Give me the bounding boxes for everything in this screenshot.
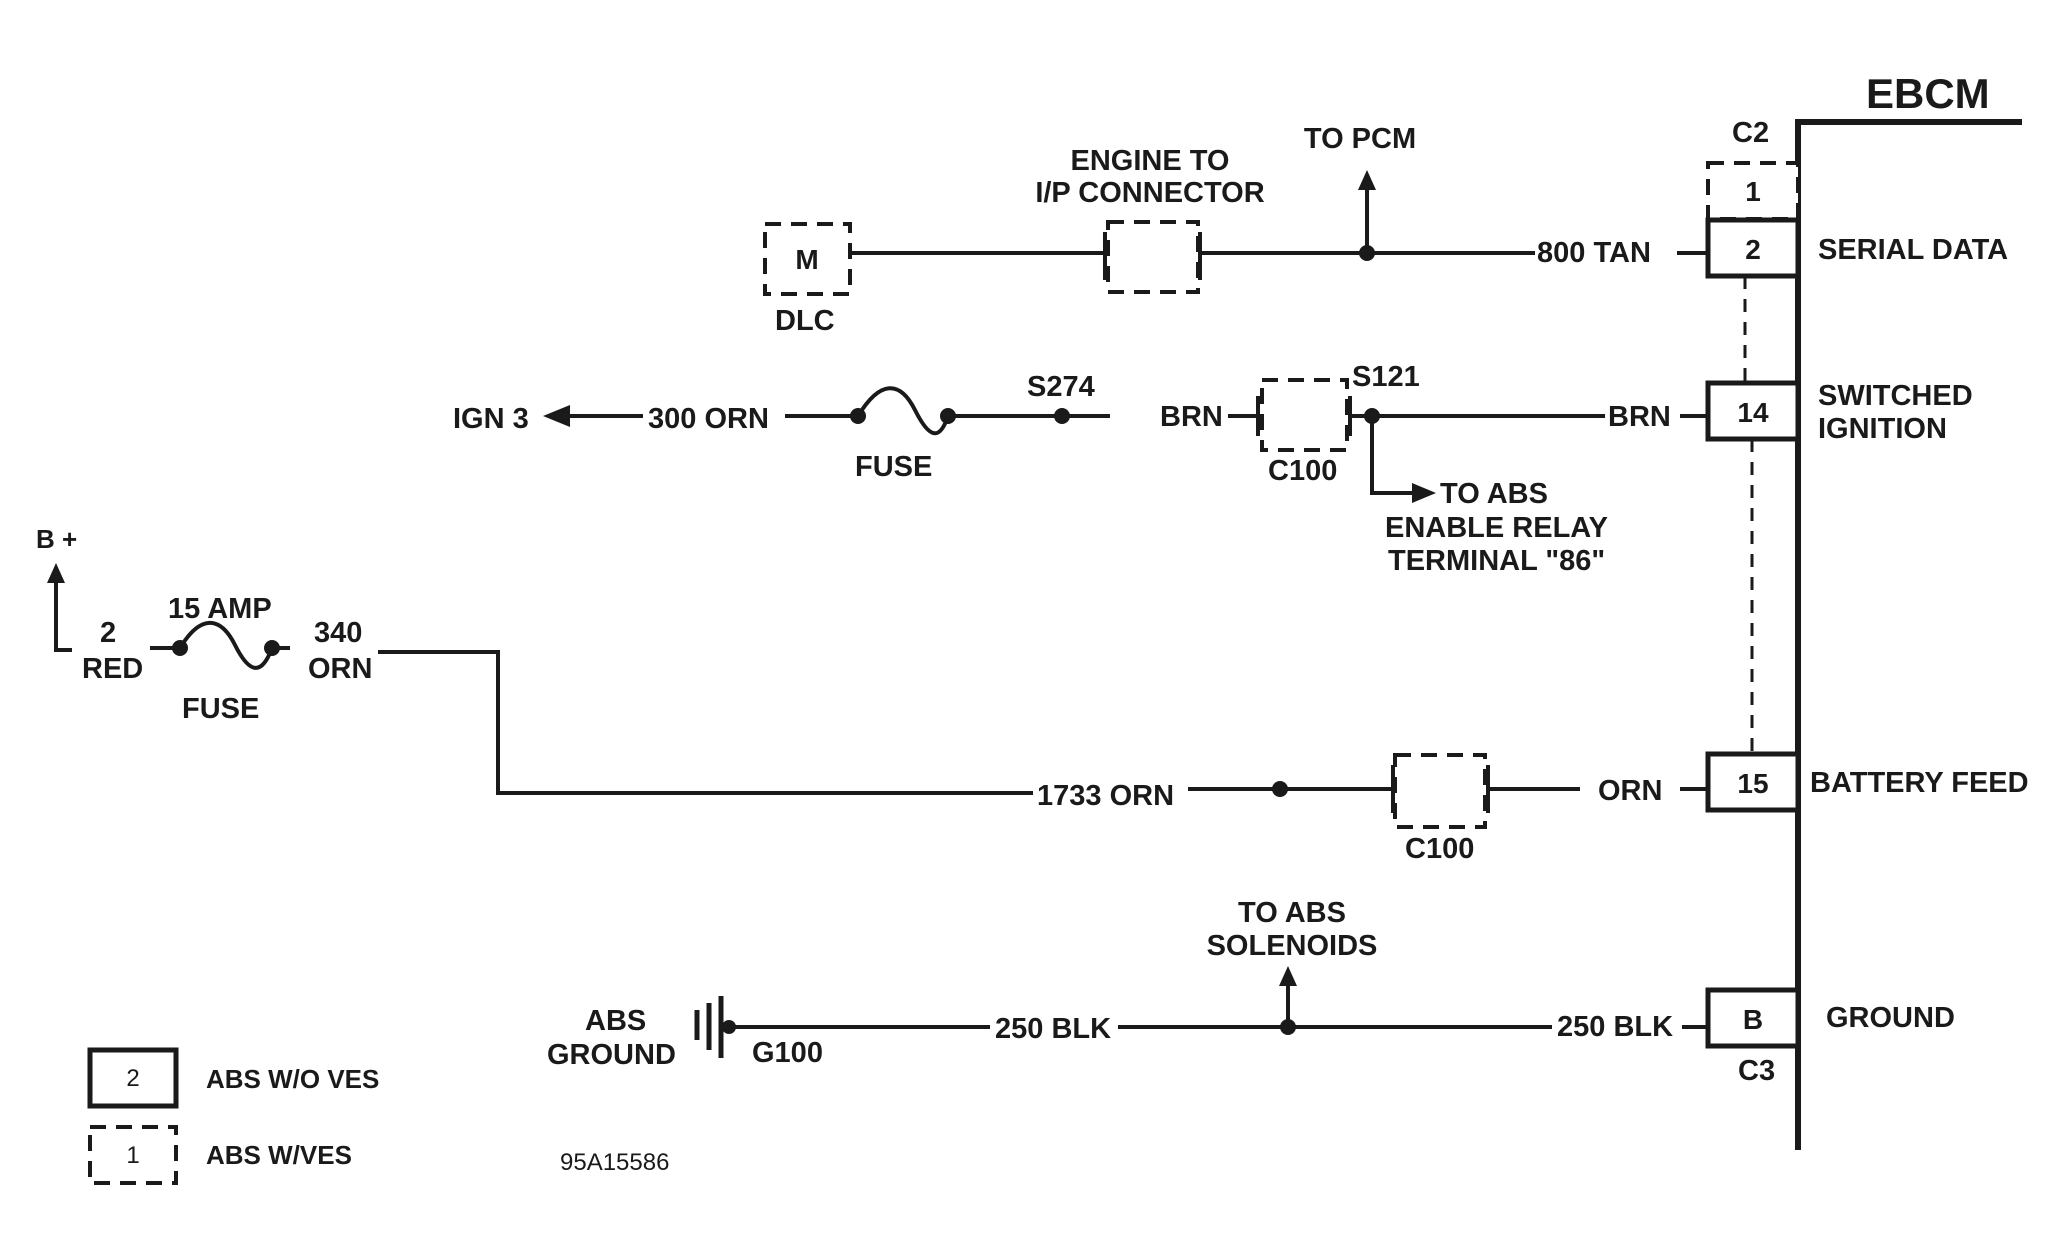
abs-ground-label-2: GROUND: [547, 1039, 676, 1071]
figure-code: 95A15586: [560, 1149, 669, 1176]
ground-symbol-icon: [694, 996, 724, 1058]
legend-solid-box: [87, 1047, 179, 1109]
ebcm-title: EBCM: [1866, 70, 1990, 117]
wire-340-label: 340: [314, 617, 362, 649]
ebcm-pin-14: 14: [1705, 380, 1801, 442]
c100-lower-connector: [1393, 753, 1487, 829]
legend-solid-num: 2: [126, 1065, 139, 1092]
s274-label: S274: [1027, 371, 1095, 403]
pin-2-box: [1705, 217, 1801, 279]
legend-dashed-box: [88, 1125, 178, 1185]
g100-terminal: [722, 1020, 736, 1034]
s121-label: S121: [1352, 361, 1420, 393]
engine-to-label: ENGINE TO: [1071, 145, 1230, 177]
solenoids-label-1: TO ABS: [1238, 897, 1346, 929]
engine-ip-connector: [1106, 220, 1200, 294]
fuse-pin-label: 2: [100, 617, 116, 649]
to-pcm-arrow-icon: [1358, 170, 1376, 190]
ebcm-pin-1: 1: [1706, 161, 1800, 221]
dlc-connector: [763, 222, 852, 296]
ebcm-pin-15: 15: [1705, 751, 1801, 813]
wire-orn-label: ORN: [308, 653, 372, 685]
switched-ignition-label-2: IGNITION: [1818, 413, 1947, 445]
solenoids-label-2: SOLENOIDS: [1207, 930, 1378, 962]
ign-arrow-icon: [543, 405, 570, 427]
wire-1733-label: 1733 ORN: [1037, 780, 1174, 812]
battery-feed-circuit: B + 2 RED 15 AMP FUSE 340 ORN 1733 ORN C…: [36, 524, 1708, 865]
legend-dashed-num: 1: [126, 1142, 139, 1169]
ebcm-pin-2: 2: [1705, 217, 1801, 279]
pin-b-box: [1705, 987, 1801, 1049]
dlc-pin-label: M: [795, 244, 818, 275]
ip-connector-label: I/P CONNECTOR: [1035, 177, 1264, 209]
pin-b-label: B: [1743, 1004, 1763, 1035]
bplus-wire: [54, 581, 72, 652]
c100-upper-connector: [1260, 378, 1349, 452]
brn-left-label: BRN: [1160, 401, 1223, 433]
relay-label-3: TERMINAL "86": [1388, 545, 1605, 577]
connector-c2-label: C2: [1732, 117, 1769, 149]
dlc-label: DLC: [775, 305, 835, 337]
battery-fuse-label: FUSE: [182, 693, 259, 725]
ign-fuse-label: FUSE: [855, 451, 932, 483]
pin-14-label: 14: [1737, 397, 1769, 428]
legend: 2 ABS W/O VES 1 ABS W/VES: [87, 1047, 379, 1185]
fuse-rating-label: 15 AMP: [168, 593, 272, 625]
engine-ip-connector-terminals: [1103, 232, 1202, 280]
legend-dashed-label: ABS W/VES: [206, 1140, 352, 1170]
switched-ignition-circuit: IGN 3 300 ORN FUSE S274 BRN C100 S121 BR…: [453, 361, 1708, 577]
relay-arrow-icon: [1412, 483, 1436, 503]
ebcm-pin-b: B: [1705, 987, 1801, 1049]
pin-2-label: 2: [1745, 234, 1761, 265]
relay-label-2: ENABLE RELAY: [1385, 512, 1608, 544]
g100-label: G100: [752, 1037, 823, 1069]
switched-ignition-label-1: SWITCHED: [1818, 380, 1973, 412]
ign-3-label: IGN 3: [453, 403, 529, 435]
pin-1-label: 1: [1745, 176, 1761, 207]
connector-c3-label: C3: [1738, 1055, 1775, 1087]
serial-wire-label: 800 TAN: [1537, 237, 1651, 269]
brn-right-label: BRN: [1608, 401, 1671, 433]
ground-wire-right-label: 250 BLK: [1557, 1011, 1673, 1043]
abs-ground-label-1: ABS: [585, 1005, 646, 1037]
battery-fuse-element: [178, 620, 274, 670]
ebcm-module-outline: [1795, 119, 2022, 1150]
serial-data-label: SERIAL DATA: [1818, 234, 2008, 266]
ign-wire-label: 300 ORN: [648, 403, 769, 435]
relay-branch-wire: [1370, 416, 1412, 495]
ign-fuse-element: [856, 386, 950, 436]
serial-data-circuit: M DLC ENGINE TO I/P CONNECTOR TO PCM 800…: [763, 123, 1708, 337]
ground-circuit: ABS GROUND G100 250 BLK TO ABS SOLENOIDS…: [547, 897, 1708, 1071]
battery-main-wire: [378, 650, 1033, 795]
ground-label: GROUND: [1826, 1002, 1955, 1034]
wire-red-label: RED: [82, 653, 143, 685]
s274-splice: [1054, 408, 1070, 424]
ground-wire-left-label: 250 BLK: [995, 1013, 1111, 1045]
relay-label-1: TO ABS: [1440, 478, 1548, 510]
solenoid-arrow-icon: [1279, 966, 1297, 986]
bplus-label: B +: [36, 524, 77, 554]
c100-lower-label: C100: [1405, 833, 1474, 865]
pin-15-label: 15: [1737, 768, 1768, 799]
pin-15-box: [1705, 751, 1801, 813]
c100-upper-label: C100: [1268, 455, 1337, 487]
battery-feed-label: BATTERY FEED: [1810, 767, 2029, 799]
pin-14-box: [1705, 380, 1801, 442]
battery-splice: [1272, 781, 1288, 797]
wire-orn-module-label: ORN: [1598, 775, 1662, 807]
to-pcm-label: TO PCM: [1304, 123, 1416, 155]
bplus-arrow-icon: [47, 563, 65, 583]
legend-solid-label: ABS W/O VES: [206, 1064, 379, 1094]
